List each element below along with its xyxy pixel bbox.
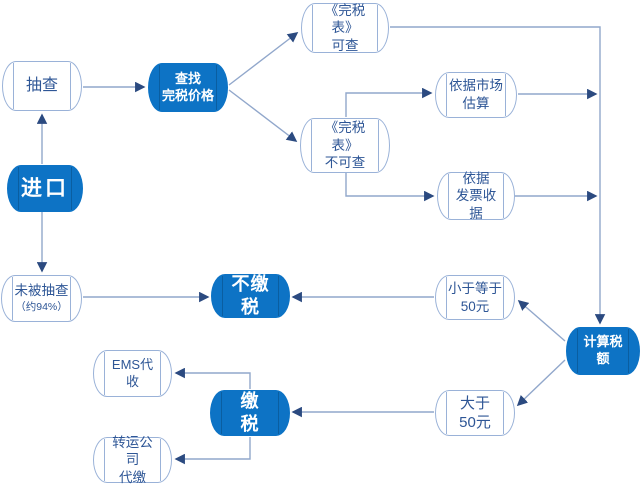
node-invoice-receipt: 依据 发票收据 xyxy=(437,170,515,221)
edge-findprice-unavailable xyxy=(228,89,298,142)
node-label: EMS代收 xyxy=(111,356,154,389)
edge-unavailable-market xyxy=(345,87,433,117)
edge-calctax-le50 xyxy=(517,299,566,342)
node-import: 进口 xyxy=(7,165,83,212)
node-label: 进口 xyxy=(21,176,69,200)
node-sublabel: （约94%） xyxy=(15,300,68,313)
node-find-price: 查找 完税价格 xyxy=(148,63,228,112)
edge-available-calctax xyxy=(390,26,606,325)
node-not-checked: 未被抽查 （约94%） xyxy=(1,275,82,322)
edge-findprice-available xyxy=(228,32,299,86)
node-label: 依据市场 估算 xyxy=(449,78,503,111)
node-label: 转运公司 代缴 xyxy=(112,434,153,485)
node-gt-50: 大于 50元 xyxy=(435,390,515,436)
node-table-unavailable: 《完税表》 不可查 xyxy=(300,118,390,173)
node-transfer-company: 转运公司 代缴 xyxy=(93,434,172,485)
node-label: 未被抽查 xyxy=(14,283,69,299)
edge-calctax-gt50 xyxy=(516,359,566,407)
node-pay-tax: 缴 税 xyxy=(210,390,290,436)
node-label: 查找 完税价格 xyxy=(161,70,214,103)
edge-paytax-ems xyxy=(174,367,251,389)
node-label: 不缴税 xyxy=(231,273,270,317)
node-label: 依据 发票收据 xyxy=(455,170,497,221)
node-market-estimate: 依据市场 估算 xyxy=(435,72,517,118)
node-label: 小于等于 50元 xyxy=(448,280,502,314)
node-label: 抽查 xyxy=(25,76,58,94)
node-table-available: 《完税表》 可查 xyxy=(301,3,389,53)
node-le-50: 小于等于 50元 xyxy=(435,275,515,320)
edge-unavailable-invoice xyxy=(345,173,435,202)
node-spot-check: 抽查 xyxy=(2,61,82,111)
node-label: 《完税表》 不可查 xyxy=(324,120,366,171)
node-label: 《完税表》 可查 xyxy=(324,2,366,53)
node-no-tax: 不缴税 xyxy=(211,274,290,318)
node-calc-tax: 计算税额 xyxy=(566,327,640,375)
edge-paytax-transfer xyxy=(174,437,251,465)
node-label: 计算税额 xyxy=(583,334,623,366)
node-label: 大于 50元 xyxy=(459,394,491,432)
node-label: 缴 税 xyxy=(240,390,279,434)
node-ems-collect: EMS代收 xyxy=(93,350,172,397)
